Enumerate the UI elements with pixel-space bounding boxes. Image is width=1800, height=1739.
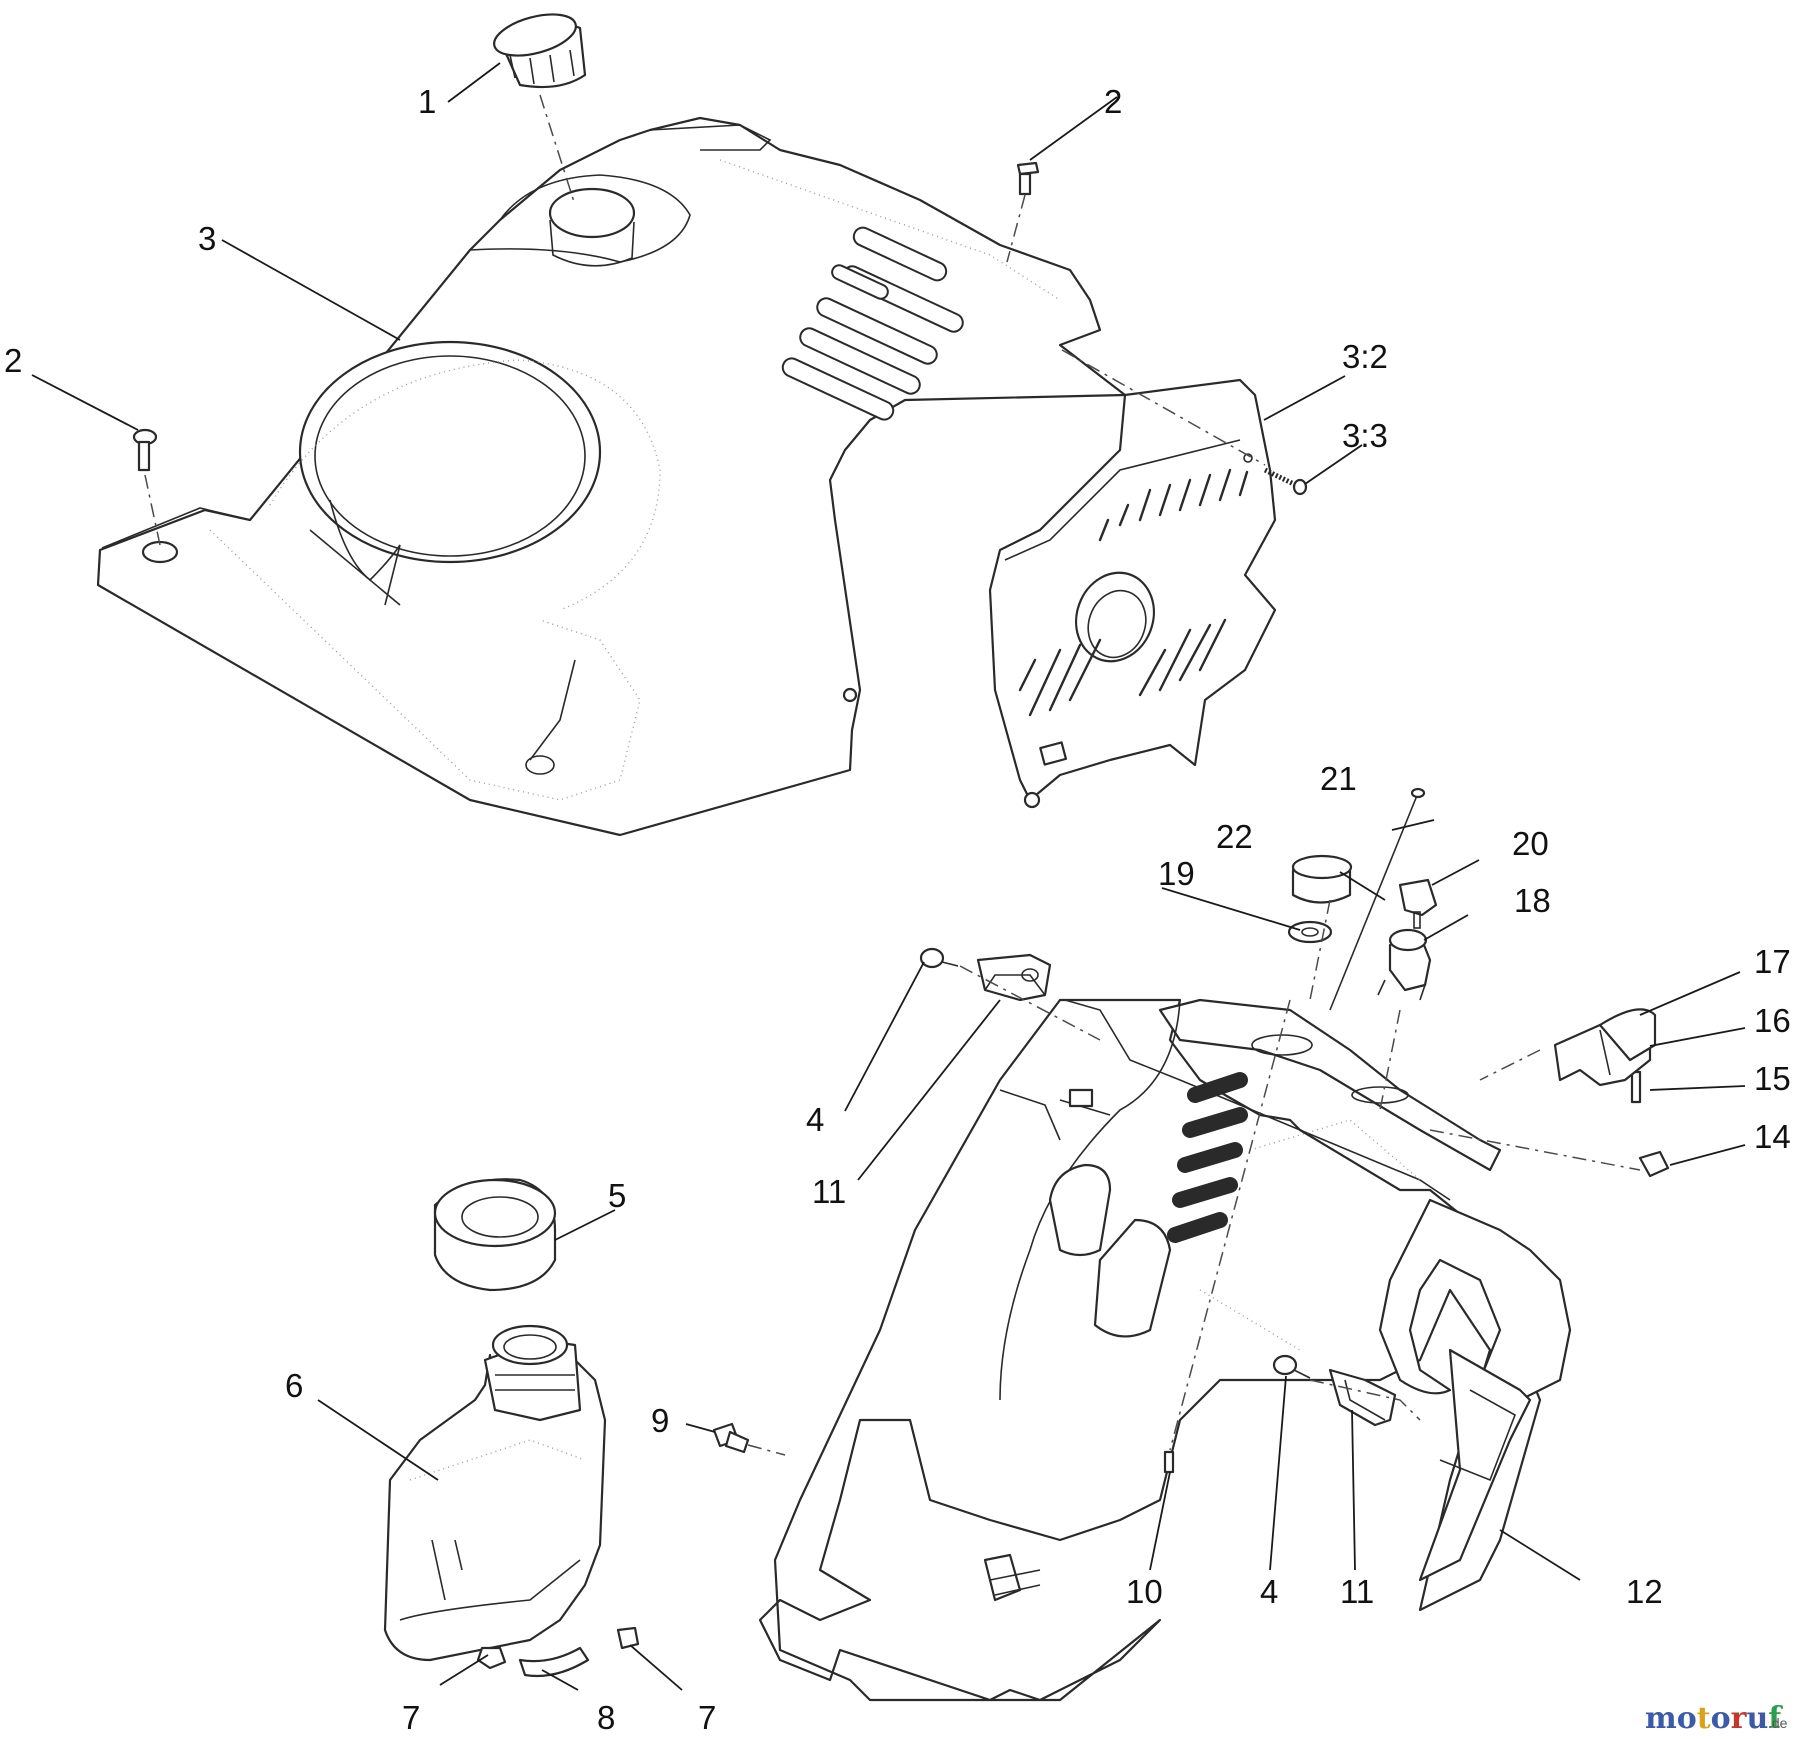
callout-2-left: 2	[4, 342, 22, 379]
key-20	[1398, 878, 1438, 929]
callout-14: 14	[1754, 1118, 1791, 1155]
screw-15	[1630, 1070, 1642, 1104]
callout-4-lower: 4	[1260, 1573, 1278, 1610]
callout-18: 18	[1514, 882, 1551, 919]
logo-letter-6: u	[1746, 1701, 1768, 1736]
callout-3-3: 3:3	[1342, 417, 1388, 454]
upper-shroud	[96, 116, 1127, 837]
callout-21: 21	[1320, 760, 1357, 797]
nut-14	[1638, 1150, 1670, 1178]
handle-17	[1553, 1008, 1657, 1087]
fuel-tank	[383, 1324, 607, 1662]
fuel-hose	[518, 1646, 590, 1678]
logo-suffix: .de	[1768, 1715, 1788, 1731]
callout-12: 12	[1626, 1573, 1663, 1610]
assembly-axes	[144, 94, 1641, 1456]
logo-letter-5: r	[1731, 1701, 1748, 1736]
pin-10	[1163, 1450, 1175, 1474]
callout-5: 5	[608, 1177, 626, 1214]
callout-9: 9	[651, 1402, 669, 1439]
callout-3: 3	[198, 220, 216, 257]
callout-3-2: 3:2	[1342, 338, 1388, 375]
hose-clamp-right	[616, 1626, 640, 1650]
callout-7-left: 7	[402, 1699, 420, 1736]
leader-lines	[31, 62, 1746, 1691]
svg-text:motoruf: motoruf	[1645, 1701, 1783, 1736]
rod-21	[1329, 787, 1426, 1011]
callout-10: 10	[1126, 1573, 1163, 1610]
screw-top	[1016, 161, 1040, 196]
fuel-cap	[493, 13, 587, 89]
bezel-19	[1287, 920, 1333, 944]
callout-20: 20	[1512, 825, 1549, 862]
callout-8: 8	[597, 1699, 615, 1736]
lower-console	[758, 998, 1572, 1702]
bolt-4-lower	[1272, 1354, 1311, 1379]
callout-1: 1	[418, 83, 436, 120]
callout-17: 17	[1754, 943, 1791, 980]
key-switch-18	[1377, 928, 1432, 1001]
callout-19: 19	[1158, 855, 1195, 892]
logo-letter-2: o	[1677, 1701, 1697, 1736]
screw-3-3	[1263, 467, 1308, 496]
logo-letter-7: f	[1768, 1701, 1783, 1736]
callout-2-top: 2	[1104, 83, 1122, 120]
grommet	[433, 1178, 557, 1292]
screw-left	[132, 428, 158, 472]
callout-22: 22	[1216, 818, 1253, 855]
clip-11-lower	[1328, 1368, 1397, 1427]
motoruf-logo: motoruf .de	[1645, 1701, 1788, 1736]
callout-16: 16	[1754, 1002, 1791, 1039]
callout-11-lower: 11	[1340, 1573, 1374, 1610]
callout-11-upper: 11	[812, 1173, 846, 1210]
callout-15: 15	[1754, 1060, 1791, 1097]
logo-letter-4: o	[1711, 1701, 1731, 1736]
bolt-4-upper	[919, 947, 959, 969]
callout-6: 6	[285, 1367, 303, 1404]
logo-letter-3: t	[1697, 1701, 1711, 1736]
bolt-9	[712, 1422, 750, 1454]
callout-labels: 1 2 2 3 3:2 3:3 4 4 5 6 7 7 8 9 10 11 11…	[4, 83, 1791, 1736]
clip-11-upper	[976, 953, 1052, 1002]
logo-letter-1: m	[1645, 1701, 1677, 1736]
side-panel	[988, 378, 1277, 809]
callout-4-upper: 4	[806, 1101, 824, 1138]
knob-22	[1291, 854, 1353, 904]
fuel-fitting-left	[476, 1646, 507, 1670]
callout-7-right: 7	[698, 1699, 716, 1736]
